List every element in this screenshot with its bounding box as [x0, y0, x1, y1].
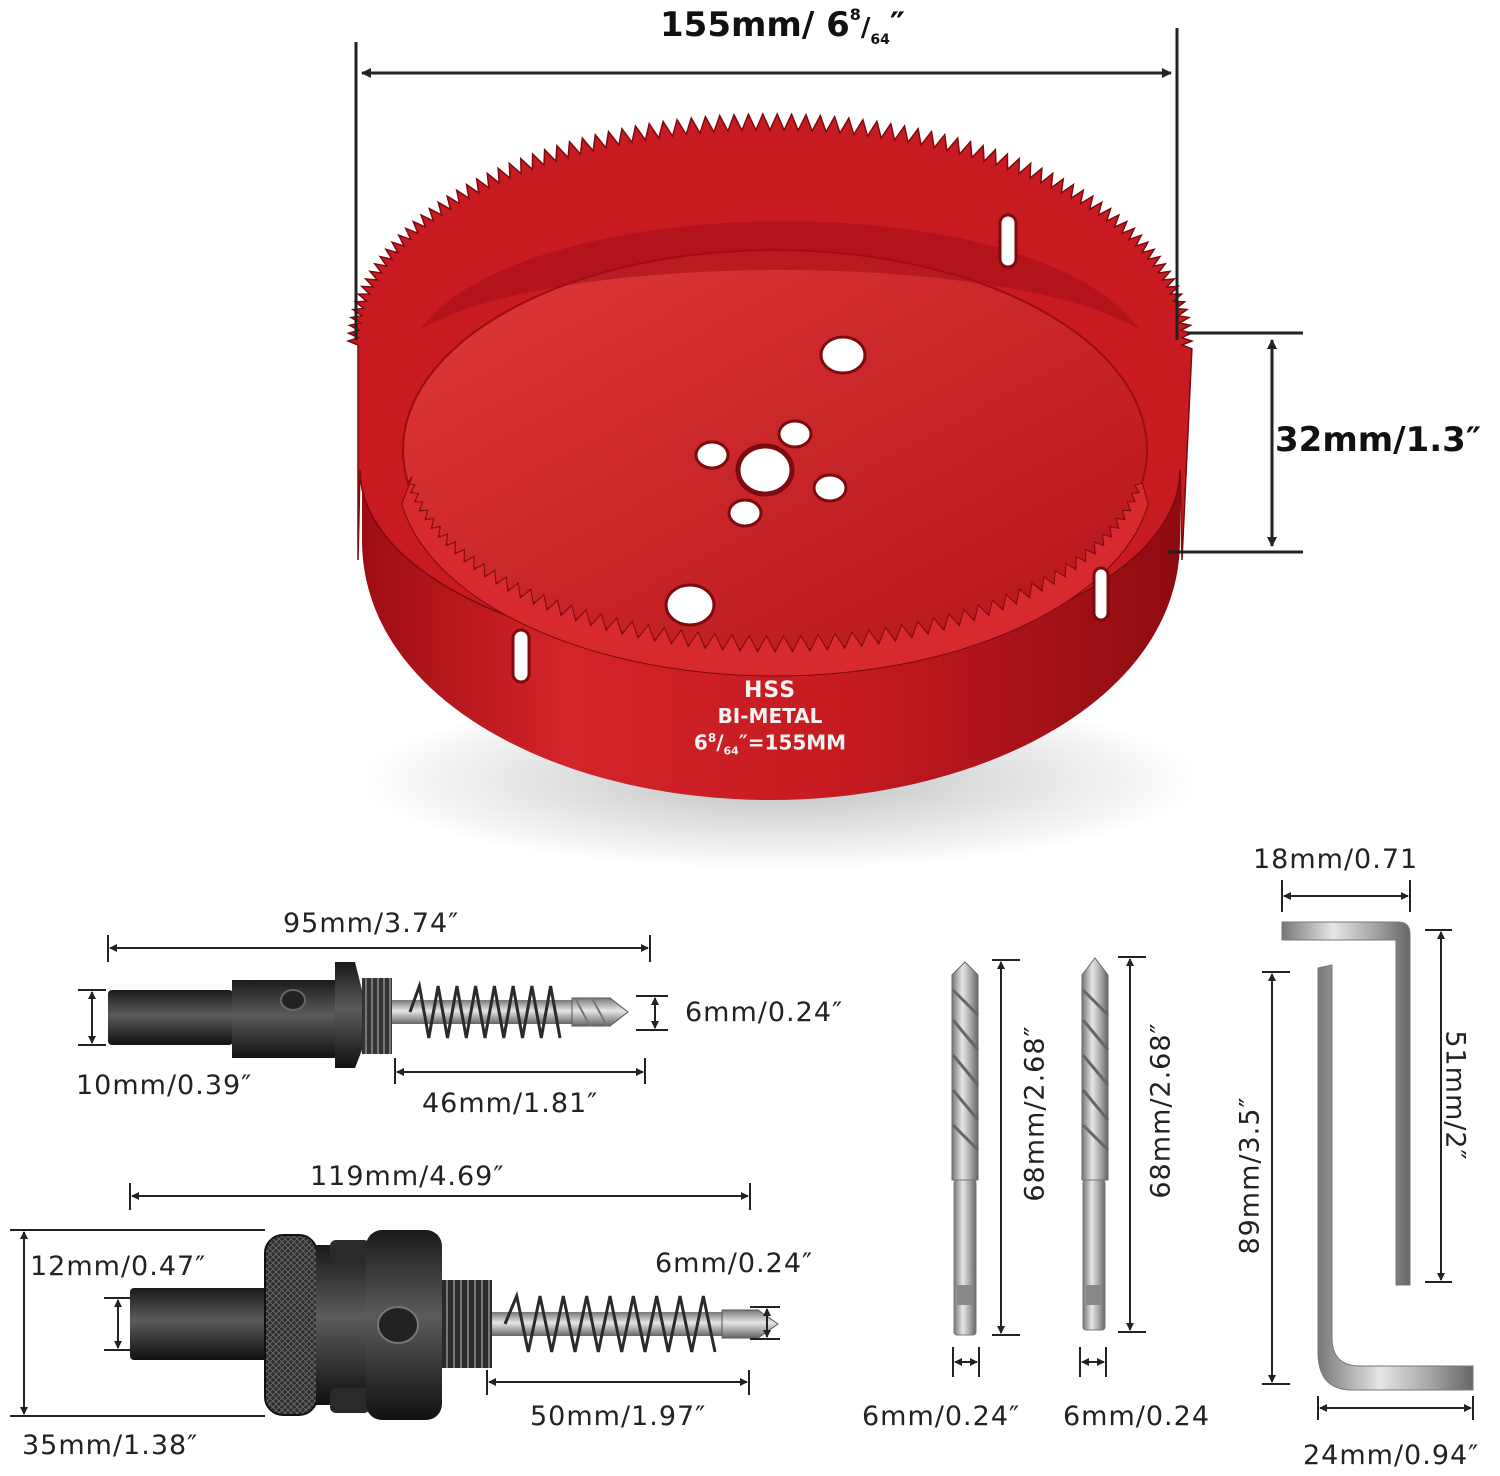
pilot-bit-2-dia: 6mm/0.24: [1063, 1401, 1210, 1432]
mount-hole: [812, 473, 848, 503]
pilot-bit: [1081, 957, 1110, 1331]
diameter-dimension: [354, 28, 1179, 340]
hex-keys-dims: [1262, 880, 1474, 1420]
arbor-large-drill-dia: 6mm/0.24″: [655, 1248, 814, 1279]
hex-key-large-width: 24mm/0.94″: [1303, 1440, 1480, 1471]
mount-hole: [819, 335, 867, 375]
depth-dimension: [1168, 331, 1303, 554]
stamp-line-1: HSS: [743, 678, 797, 703]
thread: [362, 978, 392, 1054]
diameter-fraction-den: 64: [870, 31, 890, 48]
chip-slot: [1092, 566, 1110, 622]
hex-key-small-width: 18mm/0.71: [1253, 844, 1419, 875]
arbor-large-dims: [10, 1183, 780, 1417]
arbor-small-drill-dia: 6mm/0.24″: [685, 997, 844, 1028]
mount-hole: [777, 419, 813, 449]
pilot-bit-2-length: 68mm/2.68″: [1145, 1022, 1177, 1199]
pilot-bits-dims: [952, 956, 1146, 1377]
hex-key-large: [1317, 964, 1474, 1391]
stamp-line-2: BI-METAL: [717, 704, 823, 728]
hex-shank: [130, 1288, 270, 1360]
mount-hole: [727, 498, 763, 528]
arbor-large-length: 119mm/4.69″: [310, 1161, 505, 1192]
diameter-fraction-num: 8: [849, 4, 861, 24]
hex-key-small: [1281, 921, 1411, 1286]
spring: [408, 980, 562, 1039]
chip-slot: [998, 213, 1018, 269]
drill-tip: [721, 1309, 779, 1339]
arbor-small: [108, 962, 629, 1068]
hex-key-large-length: 89mm/3.5″: [1234, 1096, 1266, 1255]
arbor-small-length: 95mm/3.74″: [283, 908, 460, 939]
pilot-bit-1-length: 68mm/2.68″: [1019, 1025, 1051, 1202]
mount-hole: [664, 583, 716, 627]
arbor-small-hex: 10mm/0.39″: [76, 1070, 253, 1101]
depth-label: 32mm/1.3″: [1275, 420, 1482, 460]
mount-hole: [694, 440, 730, 470]
saw-stamp: HSS BI-METAL 68/64″=155MM: [670, 680, 870, 757]
hex-shank: [108, 990, 233, 1045]
pilot-bit-1-dia: 6mm/0.24″: [862, 1401, 1021, 1432]
diameter-text: 155mm/ 6: [660, 5, 850, 45]
arbor-large-drill-len: 50mm/1.97″: [530, 1401, 707, 1432]
spring: [503, 1290, 717, 1353]
hole-saw: [345, 112, 1200, 870]
stamp-line-3: 68/64″=155MM: [693, 730, 847, 758]
pilot-bit: [951, 961, 980, 1336]
center-hole: [735, 443, 795, 497]
arbor-large-body: 35mm/1.38″: [22, 1430, 199, 1461]
arbor-small-drill-len: 46mm/1.81″: [422, 1088, 599, 1119]
diameter-label: 155mm/ 68/64″: [660, 4, 906, 48]
hole-saw-lower-teeth: [401, 476, 1149, 677]
knurled-nut: [264, 1234, 318, 1416]
arbor-small-dims: [78, 935, 668, 1084]
hex-key-small-length: 51mm/2″: [1439, 1030, 1471, 1161]
arbor-large-hex: 12mm/0.47″: [30, 1251, 207, 1282]
chip-slot: [511, 628, 531, 684]
